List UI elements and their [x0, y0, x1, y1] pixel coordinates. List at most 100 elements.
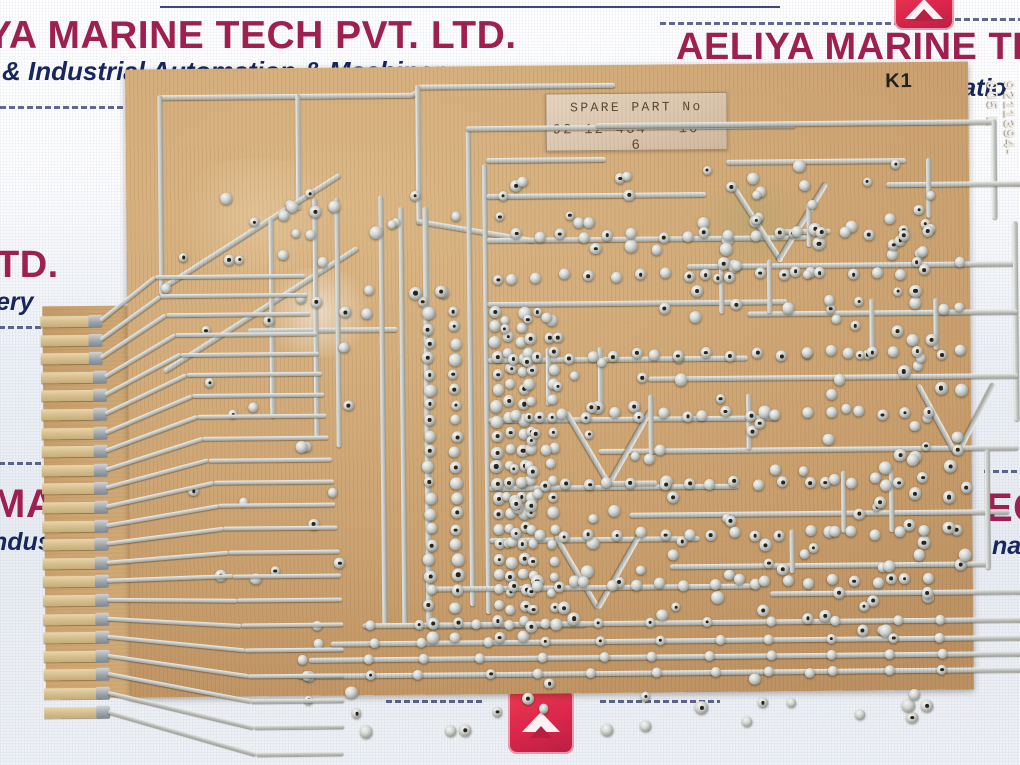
edge-connector-finger [43, 687, 103, 700]
solder-pad [625, 239, 638, 253]
letterhead-rule-right-a [984, 470, 1020, 473]
solder-pad [876, 409, 888, 421]
solder-pad [922, 225, 934, 237]
solder-pad [646, 651, 657, 662]
solder-pad [492, 706, 503, 717]
solder-pad [451, 584, 464, 597]
solder-pad [853, 508, 865, 520]
solder-pad [798, 466, 809, 476]
spare-part-label-line2: 92 12 434 - 10 - 6 [552, 120, 721, 154]
solder-pad [505, 557, 518, 569]
solder-pad [793, 159, 806, 173]
solder-pad [885, 572, 897, 584]
solder-pad [317, 256, 329, 268]
solder-pad [622, 171, 632, 181]
edge-connector-finger [42, 576, 101, 588]
solder-pad [387, 219, 397, 229]
solder-pad [648, 349, 660, 361]
solder-pad [493, 508, 504, 520]
solder-pad [884, 665, 895, 676]
solder-pad [636, 565, 646, 575]
edge-connector-finger [42, 557, 101, 570]
solder-pad [934, 381, 948, 395]
solder-pad [491, 430, 504, 443]
trace [465, 123, 796, 132]
solder-pad [534, 529, 546, 541]
solder-pad [451, 568, 465, 582]
solder-pad [801, 346, 813, 358]
solder-pad [422, 351, 434, 364]
solder-pad [552, 381, 563, 392]
silkscreen-designator: K1 [885, 70, 913, 93]
solder-pad [531, 351, 544, 363]
fanout-trace [256, 751, 344, 756]
solder-pad [533, 411, 545, 423]
solder-pad [802, 613, 814, 624]
solder-pad [724, 515, 737, 527]
solder-pad [858, 601, 869, 612]
solder-pad [565, 211, 575, 221]
solder-pad [955, 383, 969, 397]
edge-connector-finger [41, 446, 100, 458]
solder-pad [660, 529, 672, 541]
solder-pad [521, 356, 533, 368]
solder-pad [749, 530, 761, 542]
solder-pad [471, 619, 482, 630]
solder-pad [517, 630, 530, 643]
solder-pad [577, 576, 589, 588]
solder-pad [791, 225, 804, 237]
trace [595, 119, 996, 129]
solder-pad [884, 212, 896, 225]
watermark-top-left-title: YA MARINE TECH PVT. LTD. [0, 14, 517, 57]
edge-connector-finger [43, 632, 102, 644]
solder-pad [682, 411, 694, 423]
edge-connector-finger [43, 594, 102, 607]
solder-pad [450, 524, 462, 536]
solder-pad [600, 723, 613, 736]
solder-pad [730, 298, 742, 311]
solder-pad [424, 369, 435, 381]
trace [669, 561, 990, 570]
solder-pad [938, 303, 950, 315]
solder-pad [560, 477, 572, 489]
solder-pad [677, 580, 689, 592]
solder-pad [879, 479, 892, 492]
trace [487, 299, 788, 308]
solder-pad [597, 358, 607, 368]
solder-pad [666, 491, 679, 504]
solder-pad [702, 165, 712, 175]
solder-pad [774, 227, 786, 239]
solder-pad [659, 267, 671, 279]
solder-pad [310, 296, 323, 308]
solder-pad [369, 638, 380, 649]
solder-pad [539, 480, 551, 492]
solder-pad [507, 353, 520, 365]
solder-pad [852, 405, 864, 417]
solder-pad [830, 615, 841, 626]
solder-pad [631, 347, 643, 359]
solder-pad [547, 393, 559, 405]
solder-pad [897, 364, 911, 378]
trace [746, 393, 752, 450]
solder-pad [499, 324, 510, 334]
solder-pad [827, 665, 838, 676]
solder-pad [278, 209, 290, 221]
solder-pad [883, 560, 896, 572]
solder-pad [491, 477, 504, 491]
solder-pad [674, 373, 688, 386]
solder-pad [590, 243, 602, 255]
solder-pad [702, 616, 713, 628]
solder-pad [448, 320, 460, 332]
solder-pad [913, 204, 925, 216]
letterhead-rule-bottom-left [386, 700, 482, 703]
solder-pad [410, 190, 420, 201]
solder-pad [452, 617, 464, 629]
solder-pad [855, 709, 866, 720]
trace [486, 192, 707, 200]
solder-pad [891, 325, 904, 338]
solder-pad [812, 237, 826, 251]
solder-pad [538, 703, 549, 714]
solder-pad [524, 412, 535, 423]
solder-pad [223, 254, 235, 266]
trace [925, 157, 932, 218]
